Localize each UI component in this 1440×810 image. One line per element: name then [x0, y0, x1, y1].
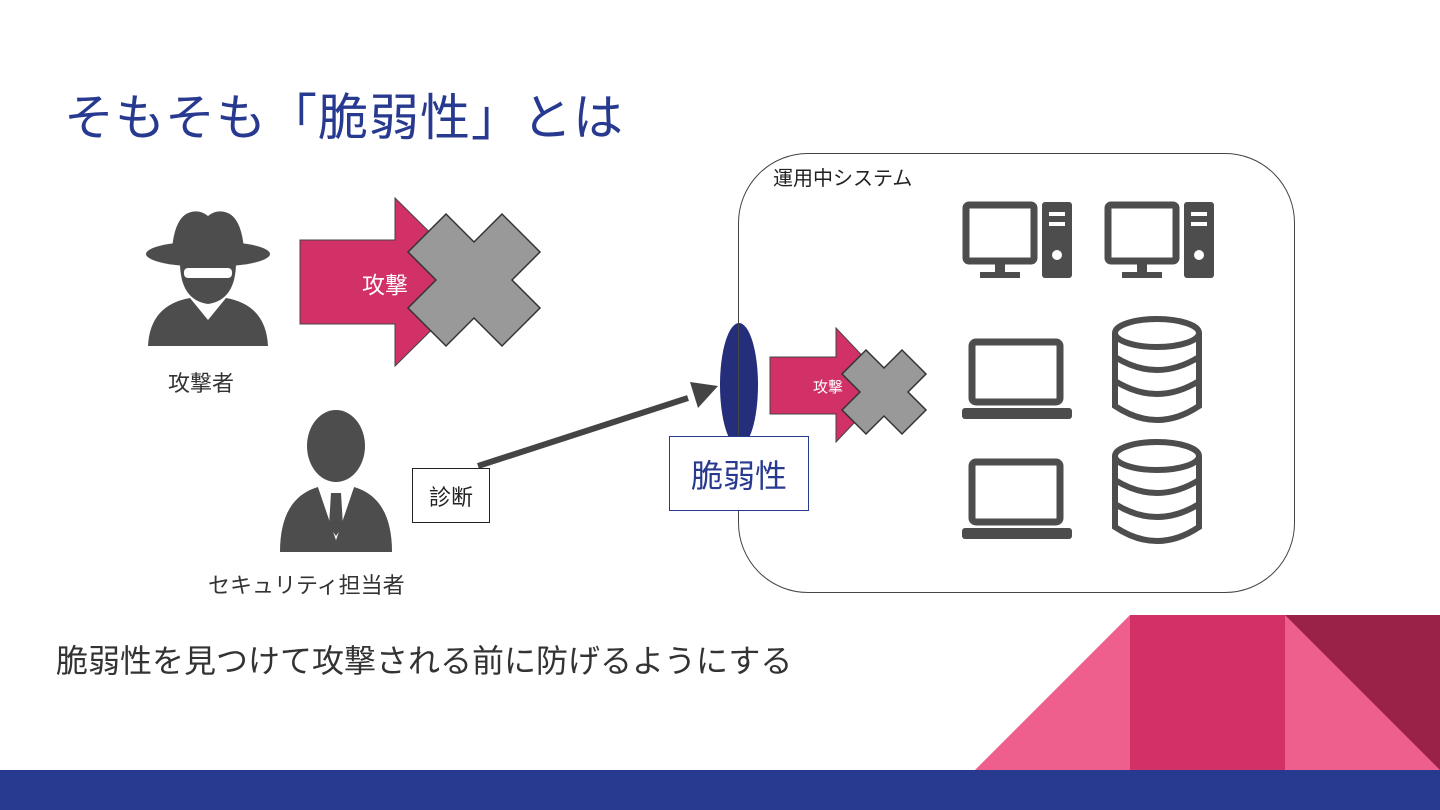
- diagnosis-arrow: [477, 382, 718, 469]
- page-title: そもそも「脆弱性」とは: [64, 89, 624, 147]
- spy-icon: [146, 211, 270, 346]
- decorative-corner: [975, 615, 1440, 770]
- desktop-pc-icon: [962, 201, 1072, 278]
- database-icon: [1112, 439, 1202, 544]
- laptop-icon: [962, 458, 1072, 539]
- attacker-label: 攻撃者: [168, 372, 235, 397]
- security-staff-label: セキュリティ担当者: [208, 574, 405, 599]
- businessman-icon: [280, 410, 392, 552]
- attack-label-small: 攻撃: [813, 378, 844, 396]
- vulnerability-label: 脆弱性: [690, 456, 787, 495]
- diagnosis-box: 診断: [412, 468, 490, 523]
- block-x-icon-large: [406, 212, 542, 348]
- attack-label-large: 攻撃: [362, 273, 408, 299]
- desktop-pc-icon: [1104, 201, 1214, 278]
- vulnerability-hole: [720, 323, 758, 447]
- footer-bar: [0, 770, 1440, 810]
- vulnerability-box: 脆弱性: [669, 436, 809, 511]
- system-boundary: [738, 153, 1295, 593]
- database-icon: [1112, 316, 1202, 423]
- laptop-icon: [962, 338, 1072, 419]
- diagnosis-label: 診断: [428, 485, 473, 511]
- system-label: 運用中システム: [773, 166, 913, 190]
- block-x-icon-small: [840, 348, 928, 436]
- summary-text: 脆弱性を見つけて攻撃される前に防げるようにする: [56, 642, 793, 680]
